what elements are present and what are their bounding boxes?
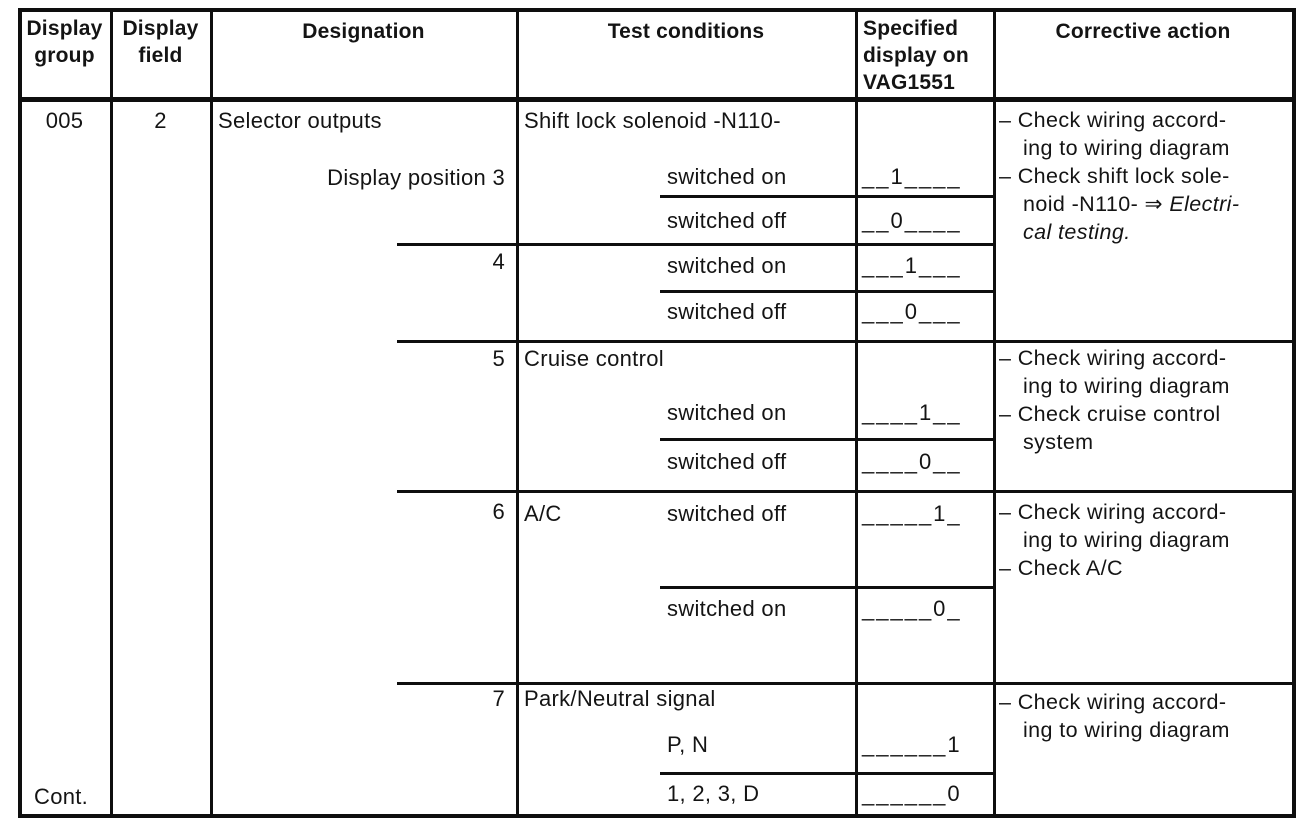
subrow-divider-3	[660, 438, 993, 441]
corrective-action-cruise: – Check wiring accord- ing to wiring dia…	[999, 344, 1295, 456]
corrective-line: ing to wiring diagram	[1023, 718, 1230, 742]
section-divider-ac	[397, 490, 1292, 493]
corrective-text-italic: Electri-	[1162, 192, 1240, 216]
corrective-action-shift-lock: – Check wiring accord- ing to wiring dia…	[999, 106, 1295, 246]
cell-display-group: 005	[45, 108, 84, 133]
designation-position-7: 7	[492, 686, 505, 711]
subrow-divider-2	[660, 290, 993, 293]
corrective-line: ing to wiring diagram	[1023, 528, 1230, 552]
test-condition-shift-lock-title: Shift lock solenoid -N110-	[524, 108, 781, 133]
test-condition-park-neutral-title: Park/Neutral signal	[524, 686, 716, 711]
corrective-line: – Check wiring accord-	[999, 500, 1227, 524]
test-condition-p4-off: switched off	[667, 299, 787, 324]
test-condition-ac-title: A/C	[524, 501, 562, 526]
subrow-divider-1	[660, 195, 993, 198]
designation-position-6: 6	[492, 499, 505, 524]
corrective-line: – Check cruise control	[999, 402, 1221, 426]
corrective-line: system	[1023, 430, 1094, 454]
test-condition-p6-on: switched on	[667, 596, 787, 621]
col-header-test-conditions: Test conditions	[607, 20, 765, 43]
double-arrow-glyph: ⇒	[1144, 192, 1163, 216]
column-divider-4	[855, 8, 858, 818]
cont-label: Cont.	[34, 784, 89, 809]
test-condition-p3-on: switched on	[667, 164, 787, 189]
specified-value-p3-off: __0____	[862, 208, 962, 233]
specified-value-p5-off: ____0__	[862, 449, 962, 474]
table-outer-border	[18, 8, 1296, 818]
designation-title: Selector outputs	[218, 108, 382, 133]
corrective-line: – Check wiring accord-	[999, 346, 1227, 370]
section-divider-cruise	[397, 340, 1292, 343]
specified-value-p6-on: _____0_	[862, 596, 962, 621]
specified-value-p4-on: ___1___	[862, 253, 962, 278]
column-divider-2	[210, 8, 213, 818]
test-condition-p7-pn: P, N	[667, 732, 709, 757]
specified-value-p5-on: ____1__	[862, 400, 962, 425]
corrective-action-ac: – Check wiring accord- ing to wiring dia…	[999, 498, 1295, 582]
test-condition-cruise-title: Cruise control	[524, 346, 664, 371]
col-header-corrective-action: Corrective action	[1055, 20, 1231, 43]
corrective-line: – Check A/C	[999, 556, 1123, 580]
specified-value-p4-off: ___0___	[862, 299, 962, 324]
column-divider-1	[110, 8, 113, 818]
test-condition-p4-on: switched on	[667, 253, 787, 278]
specified-value-p7-drive: ______0	[862, 781, 962, 806]
test-condition-p5-off: switched off	[667, 449, 787, 474]
cell-display-field: 2	[154, 108, 167, 133]
col-header-specified-display: Specified display on VAG1551	[863, 17, 969, 94]
column-divider-5	[993, 8, 996, 818]
col-header-display-field: Display field	[122, 17, 199, 67]
corrective-line: noid -N110- ⇒ Electri-	[999, 190, 1295, 218]
corrective-line: – Check shift lock sole-	[999, 164, 1230, 188]
corrective-line: – Check wiring accord-	[999, 108, 1227, 132]
specified-value-p6-off: _____1_	[862, 501, 962, 526]
specified-value-p3-on: __1____	[862, 164, 962, 189]
corrective-line: – Check wiring accord-	[999, 690, 1227, 714]
designation-position-4: 4	[492, 249, 505, 274]
corrective-text: noid -N110-	[1023, 192, 1145, 216]
section-divider-park-neutral	[397, 682, 1292, 685]
corrective-action-park-neutral: – Check wiring accord- ing to wiring dia…	[999, 688, 1295, 744]
subrow-divider-4	[660, 586, 993, 589]
designation-display-position-3: Display position 3	[327, 165, 505, 190]
col-header-display-group: Display group	[26, 17, 103, 67]
test-condition-p6-off: switched off	[667, 501, 787, 526]
corrective-line: ing to wiring diagram	[1023, 374, 1230, 398]
column-divider-3	[516, 8, 519, 818]
subrow-divider-5	[660, 772, 993, 775]
test-condition-p7-drive: 1, 2, 3, D	[667, 781, 760, 806]
col-header-designation: Designation	[302, 20, 425, 43]
test-condition-p3-off: switched off	[667, 208, 787, 233]
specified-value-p7-pn: ______1	[862, 732, 962, 757]
section-divider-pos4	[397, 243, 993, 246]
test-condition-p5-on: switched on	[667, 400, 787, 425]
designation-position-5: 5	[492, 346, 505, 371]
header-divider	[18, 97, 1292, 102]
corrective-line: cal testing.	[1023, 220, 1131, 244]
corrective-line: ing to wiring diagram	[1023, 136, 1230, 160]
